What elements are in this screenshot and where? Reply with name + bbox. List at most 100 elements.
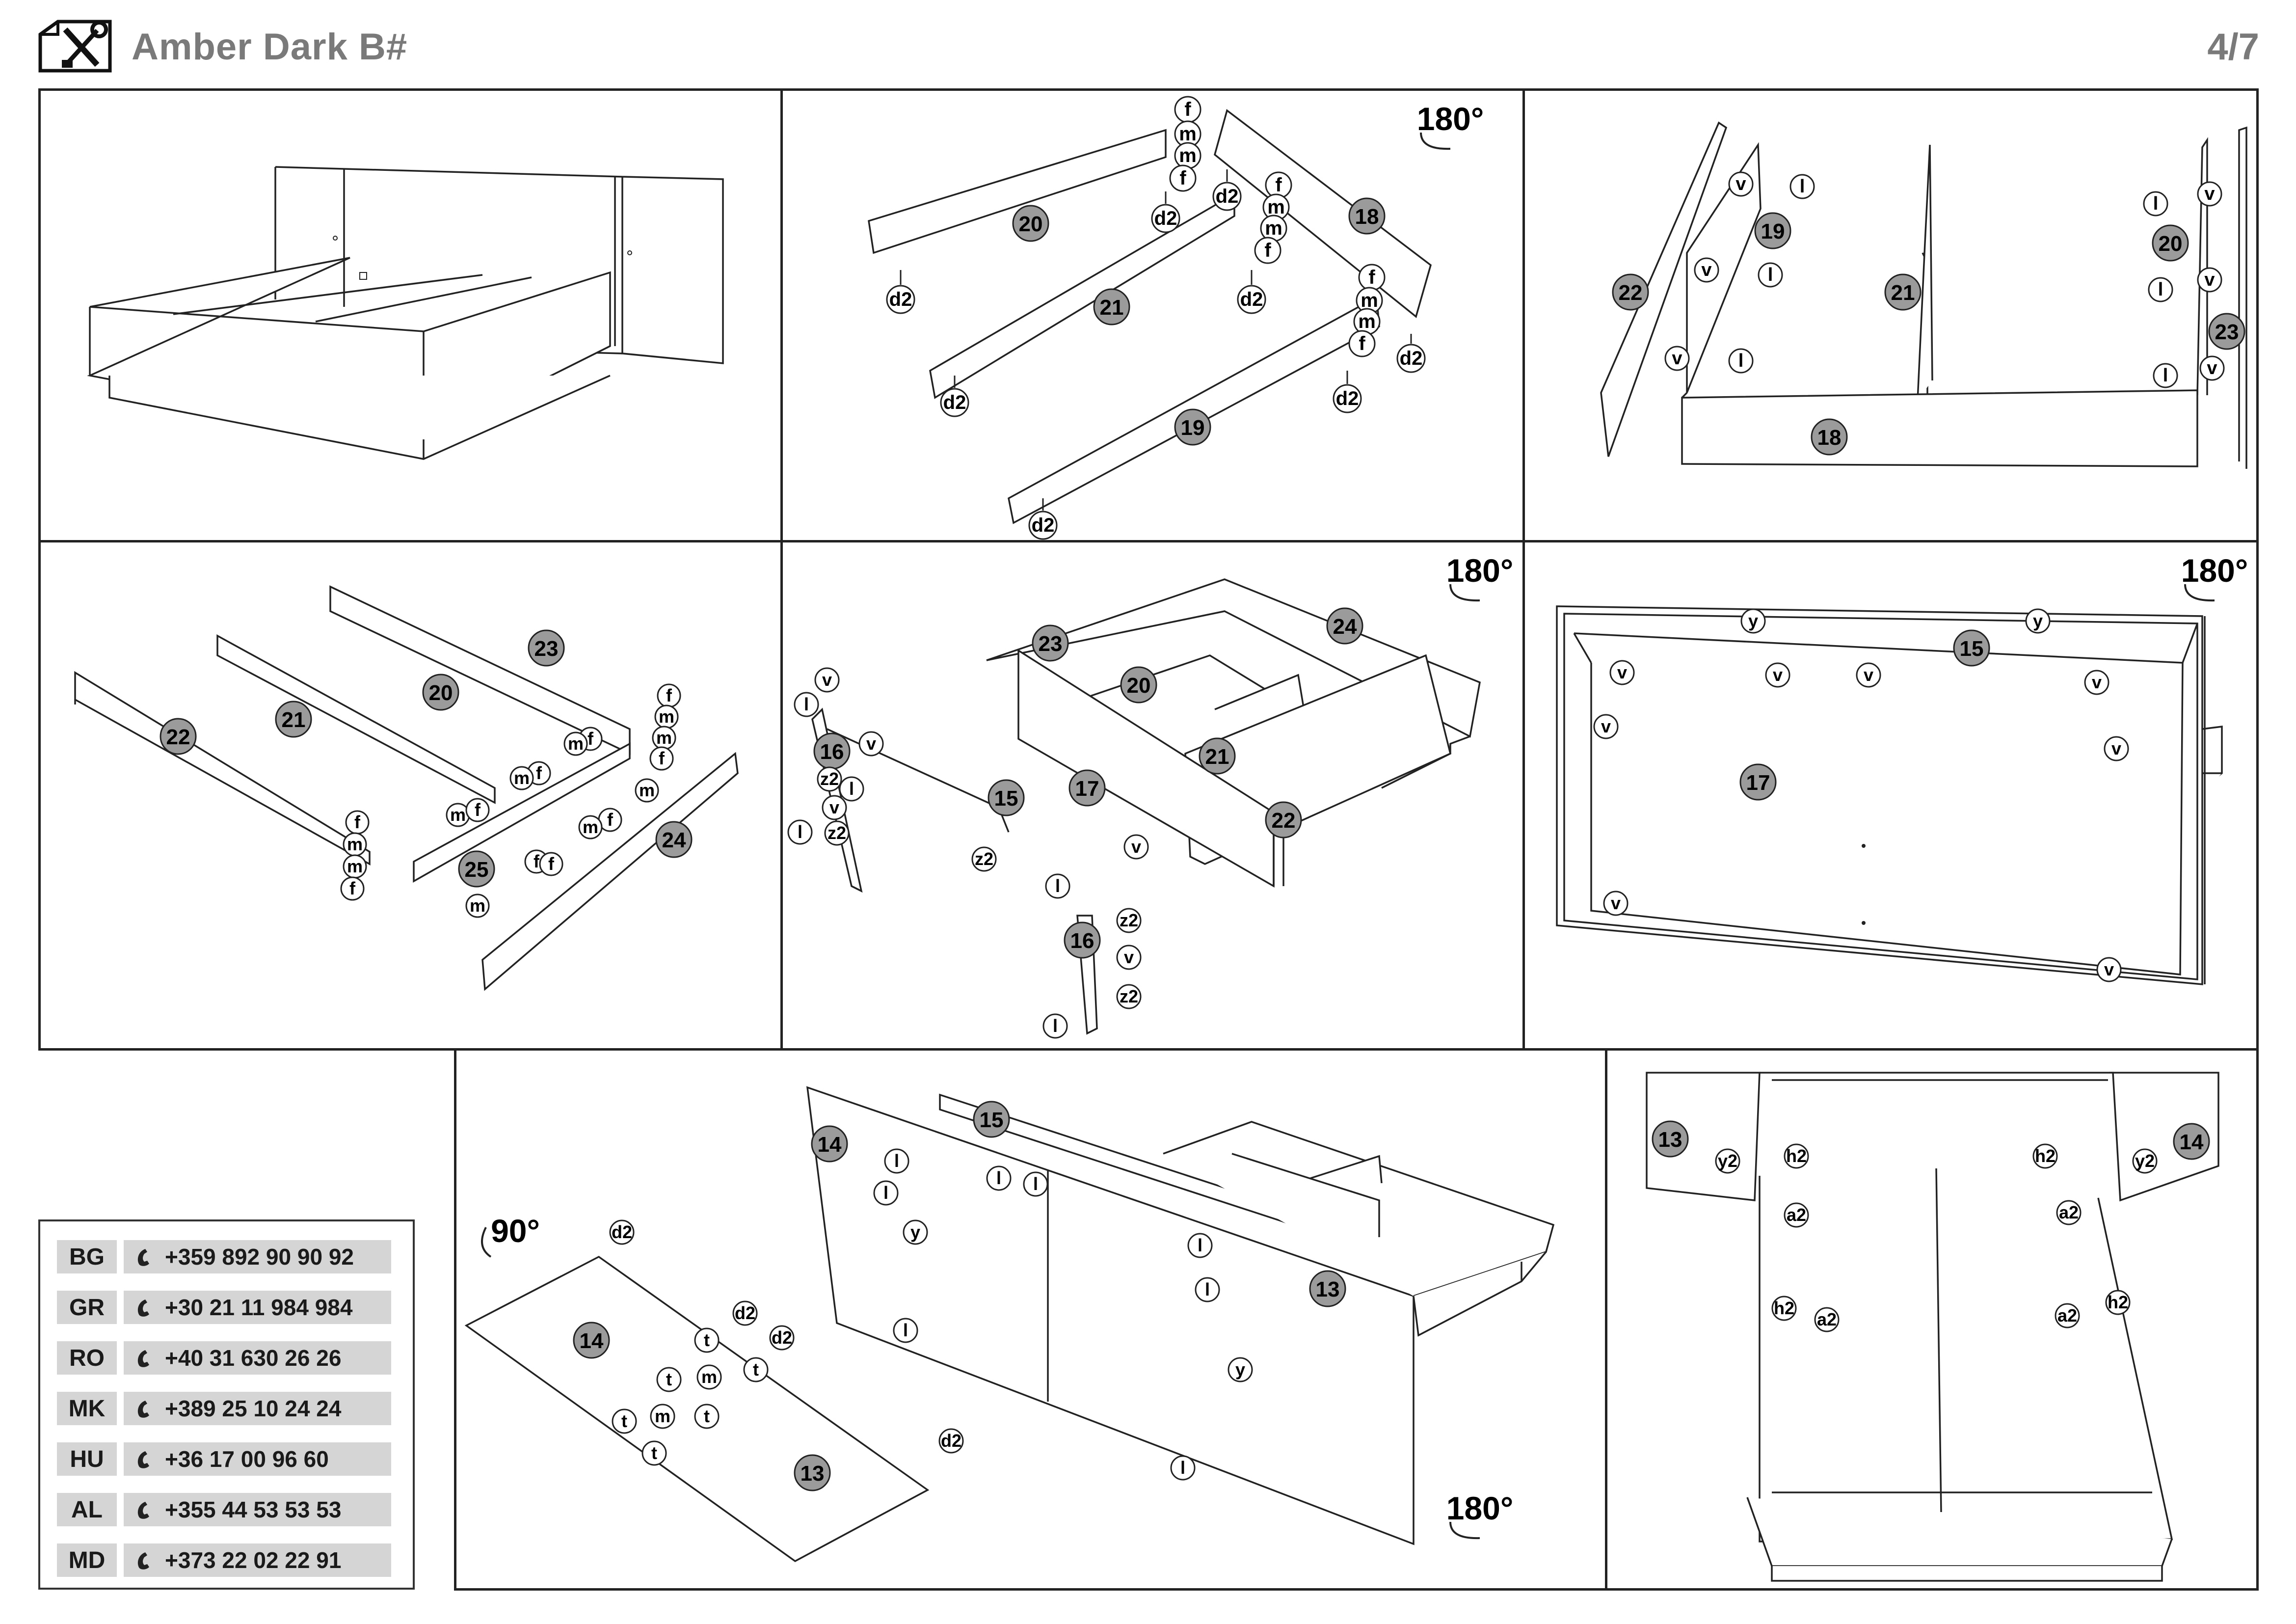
fitting-label: v [2104,959,2114,979]
step-6-labels: 15 17 [1739,629,1990,801]
panel-number-label: 21 [1100,296,1124,320]
fitting-label: l [1033,1174,1038,1194]
contact-row: GR+30 21 11 984 984 [57,1291,391,1324]
fitting-label: f [1179,167,1186,189]
step-3-fittings: v l v l v l l v l v l v [1664,171,2225,388]
panel-number-label: 14 [580,1329,604,1353]
fitting-label: v [829,797,839,817]
phone-icon [137,1401,149,1418]
fitting-label: f [1275,174,1282,196]
panel-number-label: 16 [820,740,844,764]
panel-number-label: 22 [1272,809,1296,833]
contact-row: MD+373 22 02 22 91 [57,1543,391,1577]
phone-icon [137,1502,149,1519]
country-code: GR [57,1291,117,1324]
rotate-arrow-icon [1449,1521,1480,1540]
fitting-label: m [347,856,363,876]
step-3-illustration: 22 19 21 20 23 18 v l v l v l l v l v l … [1600,121,2247,469]
panel-number-label: 14 [2180,1130,2204,1154]
fitting-label: m [1267,196,1285,218]
fitting-label: l [1053,1016,1058,1036]
phone-field: +373 22 02 22 91 [124,1543,391,1577]
bed-assembled-illustration [87,166,724,460]
fitting-label: l [903,1320,908,1340]
fitting-label: v [1124,947,1134,967]
fitting-label: d2 [1240,289,1263,310]
panel-number-label: 17 [1075,777,1099,801]
panel-number-label: 13 [1316,1277,1340,1301]
fitting-label: t [621,1411,627,1431]
rotate-180-label: 180° [1446,552,1514,589]
fitting-label: f [1359,333,1365,354]
rotate-arrow-icon [2184,584,2215,602]
panel-number-label: 14 [818,1133,842,1157]
fitting-label: f [534,851,540,871]
fitting-label: v [1735,174,1746,194]
fitting-label: t [704,1406,710,1426]
fitting-label: v [1601,716,1611,736]
phone-field: +359 892 90 90 92 [124,1240,391,1273]
fitting-label: v [1773,665,1783,685]
fitting-label: y [910,1222,920,1242]
step-2-illustration: 20 21 19 18 f m m f d2 d2 f m m f d2 d2 … [868,96,1484,540]
fitting-label: m [655,1406,670,1426]
fitting-label: v [822,670,832,690]
panel-number-label: 23 [534,637,559,661]
fitting-label: m [639,780,655,800]
fitting-label: m [1179,123,1197,145]
fitting-label: t [666,1369,672,1389]
fitting-label: m [450,805,466,825]
fitting-label: d2 [1400,348,1423,369]
fitting-label: l [996,1168,1001,1188]
country-code: MK [57,1392,117,1425]
fitting-label: v [1131,837,1141,857]
fitting-label: a2 [2057,1305,2077,1326]
step-8-fittings: y2 h2 a2 h2 a2 y2 h2 a2 a2 h2 [1715,1143,2158,1332]
rotate-arrow-icon [1449,584,1480,602]
phone-icon [137,1299,149,1317]
panel-number-label: 20 [1127,674,1151,698]
fitting-label: a2 [2059,1202,2079,1222]
fitting-label: l [849,779,854,799]
fitting-label: l [2158,279,2163,300]
fitting-label: m [1361,290,1378,311]
fitting-label: f [587,729,594,749]
page-number: 4/7 [2207,26,2259,68]
country-code: HU [57,1442,117,1476]
fitting-label: v [1611,893,1621,913]
fitting-label: f [607,810,614,830]
step-8-panel: 13 14 y2 h2 a2 h2 a2 y2 h2 a2 a2 h2 [1605,1048,2259,1591]
panel-number-label: 21 [1205,745,1229,769]
panel-number-label: 15 [994,786,1018,811]
phone-field: +30 21 11 984 984 [124,1291,391,1324]
panel-number-label: 20 [429,681,453,705]
phone-number: +359 892 90 90 92 [165,1244,354,1270]
fitting-label: d2 [1154,208,1177,229]
phone-icon [137,1249,149,1266]
fitting-label: l [883,1183,888,1203]
fitting-label: f [666,685,672,705]
fitting-label: f [548,854,555,874]
fitting-label: f [1264,240,1271,261]
panel-number-label: 24 [662,828,686,852]
fitting-label: l [2153,193,2159,214]
phone-number: +355 44 53 53 53 [165,1497,342,1522]
fitting-label: f [659,748,665,768]
step-4-fittings: f m m f f m f m m f m f f m m f f m m f [340,683,681,918]
panel-number-label: 20 [2159,232,2183,256]
panel-number-label: 16 [1070,929,1095,953]
panel-number-label: 18 [1355,205,1379,229]
fitting-label: y [1235,1359,1245,1380]
step-4-labels: 23 20 21 22 25 24 [160,629,693,888]
panel-number-label: 21 [1891,281,1915,305]
phone-number: +373 22 02 22 91 [165,1547,342,1573]
contact-row: RO+40 31 630 26 26 [57,1341,391,1375]
panel-number-label: 17 [1746,771,1770,795]
tools-icon [38,20,112,73]
fitting-label: l [798,822,802,842]
fitting-label: z2 [828,823,846,843]
fitting-label: v [1701,260,1711,280]
fitting-label: h2 [2035,1146,2056,1166]
panel-number-label: 18 [1817,426,1842,450]
fitting-label: m [1179,145,1197,166]
